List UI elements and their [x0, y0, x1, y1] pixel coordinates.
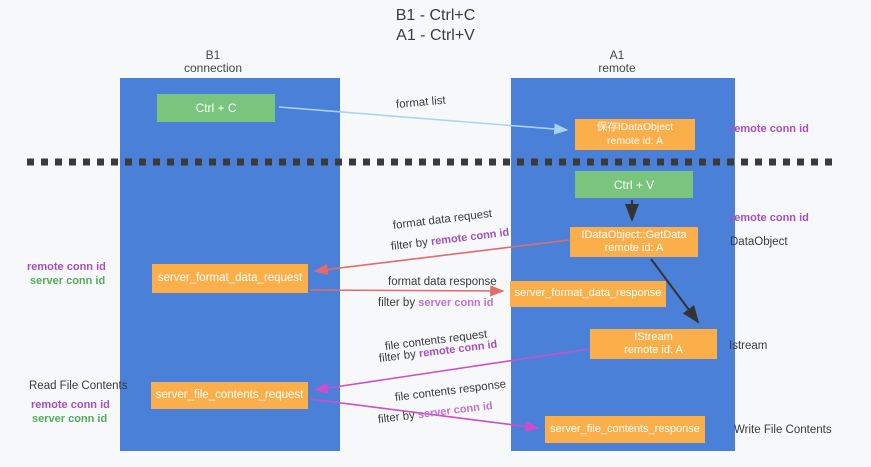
- title-line-2: A1 - Ctrl+V: [396, 27, 475, 44]
- getdata-line2: remote id: A: [604, 242, 664, 254]
- write-file-contents-label: Write File Contents: [734, 424, 832, 436]
- format-data-response-arrow: [309, 285, 505, 297]
- node-server-file-contents-response: server_file_contents_response: [545, 416, 705, 443]
- ctrl-c-label: Ctrl + C: [195, 101, 237, 115]
- file-contents-request-arrow: [313, 348, 590, 394]
- getdata-line1: IDataObject::GetData: [581, 228, 687, 241]
- server-conn-id-filter-term: server conn id: [418, 297, 494, 309]
- ctrl-v-label: Ctrl + V: [613, 177, 655, 192]
- getdata-to-istream-arrow: [650, 258, 700, 324]
- filter-by-server-conn-id-label-1: filter by server conn id: [378, 297, 493, 309]
- node-ctrl-c: Ctrl + C: [157, 94, 275, 122]
- lane-b1-name: B1: [205, 48, 221, 62]
- node-server-format-data-request: server_format_data_request: [152, 264, 308, 293]
- istream-side-label: Istream: [729, 340, 768, 352]
- node-istream: IStream remote id: A: [590, 329, 717, 359]
- remote-conn-id-label-mid-right: remote conn id: [730, 212, 809, 224]
- format-list-arrow: [278, 106, 569, 135]
- remote-conn-id-label-top-right: remote conn id: [730, 123, 809, 135]
- server-conn-id-label-mid-left: server conn id: [30, 275, 106, 287]
- istream-line1: IStream: [634, 330, 673, 343]
- server-format-data-request-label: server_format_data_request: [157, 271, 303, 284]
- format-data-request-arrow: [313, 239, 570, 276]
- remote-conn-id-label-bottom-left: remote conn id: [31, 399, 110, 411]
- save-idataobject-line1: 保存IDataObject: [596, 121, 674, 133]
- istream-line2: remote id: A: [624, 344, 683, 356]
- lane-header-a1: A1 remote: [557, 49, 677, 75]
- title-line-1: B1 - Ctrl+C: [395, 7, 476, 24]
- node-idataobject-getdata: IDataObject::GetData remote id: A: [570, 227, 698, 257]
- node-server-file-contents-request: server_file_contents_request: [151, 382, 308, 409]
- node-server-format-data-response: server_format_data_response: [510, 281, 666, 307]
- node-save-idataobject: 保存IDataObject remote id: A: [575, 119, 695, 150]
- dataobject-label: DataObject: [730, 236, 788, 248]
- save-idataobject-line2: remote id: A: [606, 134, 664, 147]
- lane-a1-kind: remote: [598, 61, 636, 75]
- server-format-data-response-label: server_format_data_response: [514, 287, 662, 300]
- file-contents-response-arrow: [309, 398, 540, 432]
- server-conn-id-label-bottom-left: server conn id: [32, 413, 108, 425]
- read-file-contents-label: Read File Contents: [29, 380, 128, 392]
- diagram-title: B1 - Ctrl+C A1 - Ctrl+V: [0, 6, 871, 46]
- lane-header-b1: B1 connection: [153, 49, 273, 75]
- format-data-response-edge-label: format data response: [388, 276, 497, 288]
- lane-a1-name: A1: [609, 48, 625, 62]
- lane-b1-kind: connection: [183, 61, 243, 75]
- server-file-contents-request-label: server_file_contents_request: [155, 388, 304, 401]
- server-file-contents-response-label: server_file_contents_response: [550, 422, 700, 435]
- filter-by-text: filter by: [378, 297, 419, 309]
- remote-conn-id-label-mid-left: remote conn id: [27, 261, 106, 273]
- node-ctrl-v: Ctrl + V: [575, 171, 693, 198]
